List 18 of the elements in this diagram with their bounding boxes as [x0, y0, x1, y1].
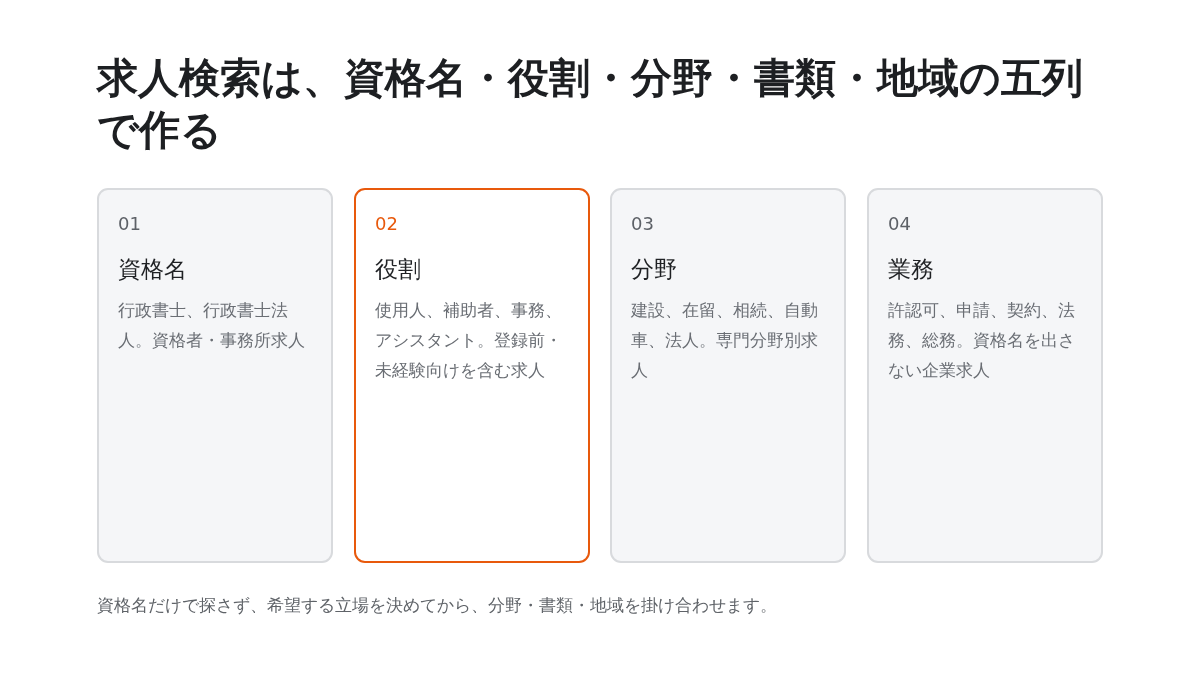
category-card	[867, 188, 1103, 563]
card-description: 許認可、申請、契約、法務、総務。資格名を出さない企業求人	[888, 300, 1076, 382]
category-card	[610, 188, 846, 563]
card-number: 04	[888, 212, 911, 236]
card-number: 03	[631, 212, 654, 236]
card-heading: 分野	[631, 255, 677, 284]
card-heading: 業務	[888, 255, 934, 284]
page-title: 求人検索は、資格名・役割・分野・書類・地域の五列で作る	[97, 53, 1084, 156]
caption: 資格名だけで探さず、希望する立場を決めてから、分野・書類・地域を掛け合わせます。	[97, 595, 777, 617]
card-number: 01	[118, 212, 141, 236]
card-description: 使用人、補助者、事務、アシスタント。登録前・未経験向けを含む求人	[375, 300, 563, 382]
category-card	[354, 188, 590, 563]
category-card	[97, 188, 333, 563]
card-description: 行政書士、行政書士法人。資格者・事務所求人	[118, 300, 306, 352]
card-description: 建設、在留、相続、自動車、法人。専門分野別求人	[631, 300, 819, 382]
card-number: 02	[375, 212, 398, 236]
card-heading: 役割	[375, 255, 421, 284]
card-heading: 資格名	[118, 255, 187, 284]
